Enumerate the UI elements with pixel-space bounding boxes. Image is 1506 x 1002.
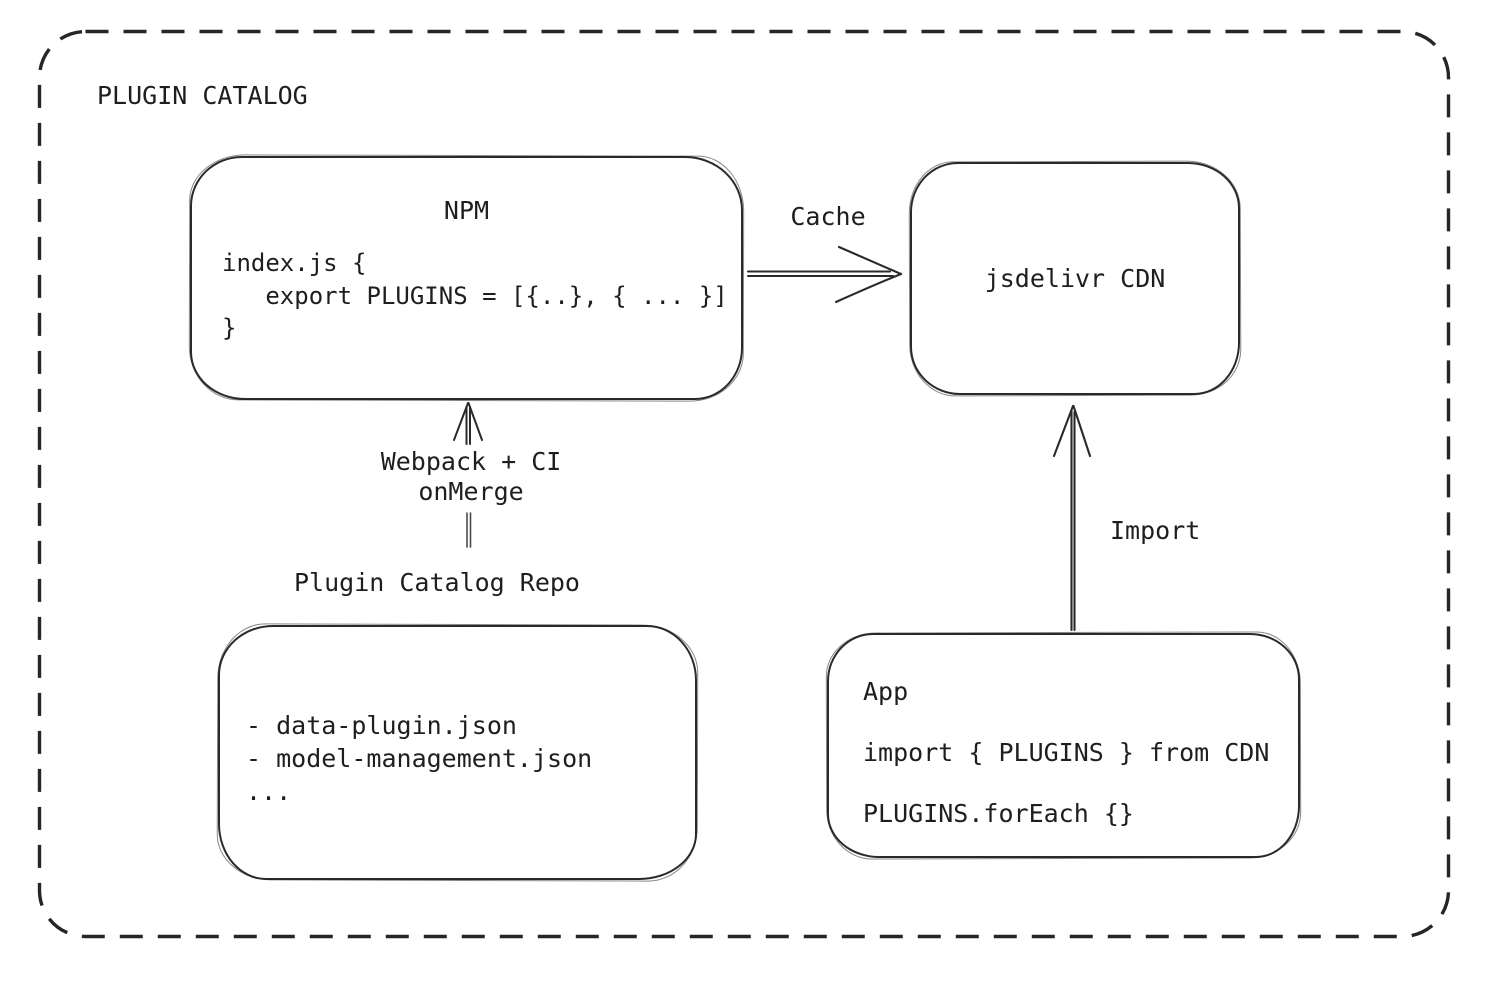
node-npm: NPM index.js { export PLUGINS = [{..}, {… [190, 156, 743, 400]
npm-node-title: NPM [443, 196, 490, 225]
build-connector-line [466, 512, 472, 548]
repo-file-item-3: ... [246, 777, 292, 806]
repo-file-item-1: - data-plugin.json [246, 711, 517, 740]
cache-edge-label: Cache [790, 202, 866, 231]
node-jsdelivr-cdn: jsdelivr CDN [910, 162, 1240, 395]
repo-file-item-2: - model-management.json [246, 744, 593, 773]
import-edge-label: Import [1110, 516, 1201, 545]
npm-code-line-1: index.js { [222, 249, 367, 277]
repo-node-label: Plugin Catalog Repo [294, 568, 580, 597]
import-arrow [1052, 404, 1092, 632]
npm-code-block: index.js { export PLUGINS = [{..}, { ...… [192, 247, 741, 345]
repo-file-list: - data-plugin.json - model-management.js… [220, 709, 695, 808]
cdn-node-label: jsdelivr CDN [984, 264, 1166, 293]
cache-arrow [746, 245, 903, 304]
npm-code-line-2: export PLUGINS = [{..}, { ... }] [222, 281, 728, 310]
app-code-line-1: import { PLUGINS } from CDN [863, 738, 1270, 767]
app-node-title: App [863, 677, 909, 706]
diagram-title: PLUGIN CATALOG [97, 81, 308, 110]
npm-code-line-3: } [222, 314, 237, 342]
build-arrow [453, 402, 483, 445]
build-edge-label-line2: onMerge [418, 477, 524, 506]
build-edge-label-line1: Webpack + CI [380, 447, 562, 476]
node-app: App import { PLUGINS } from CDN PLUGINS.… [827, 633, 1300, 858]
app-code-line-2: PLUGINS.forEach {} [863, 799, 1134, 828]
node-plugin-catalog-repo: - data-plugin.json - model-management.js… [218, 625, 697, 880]
